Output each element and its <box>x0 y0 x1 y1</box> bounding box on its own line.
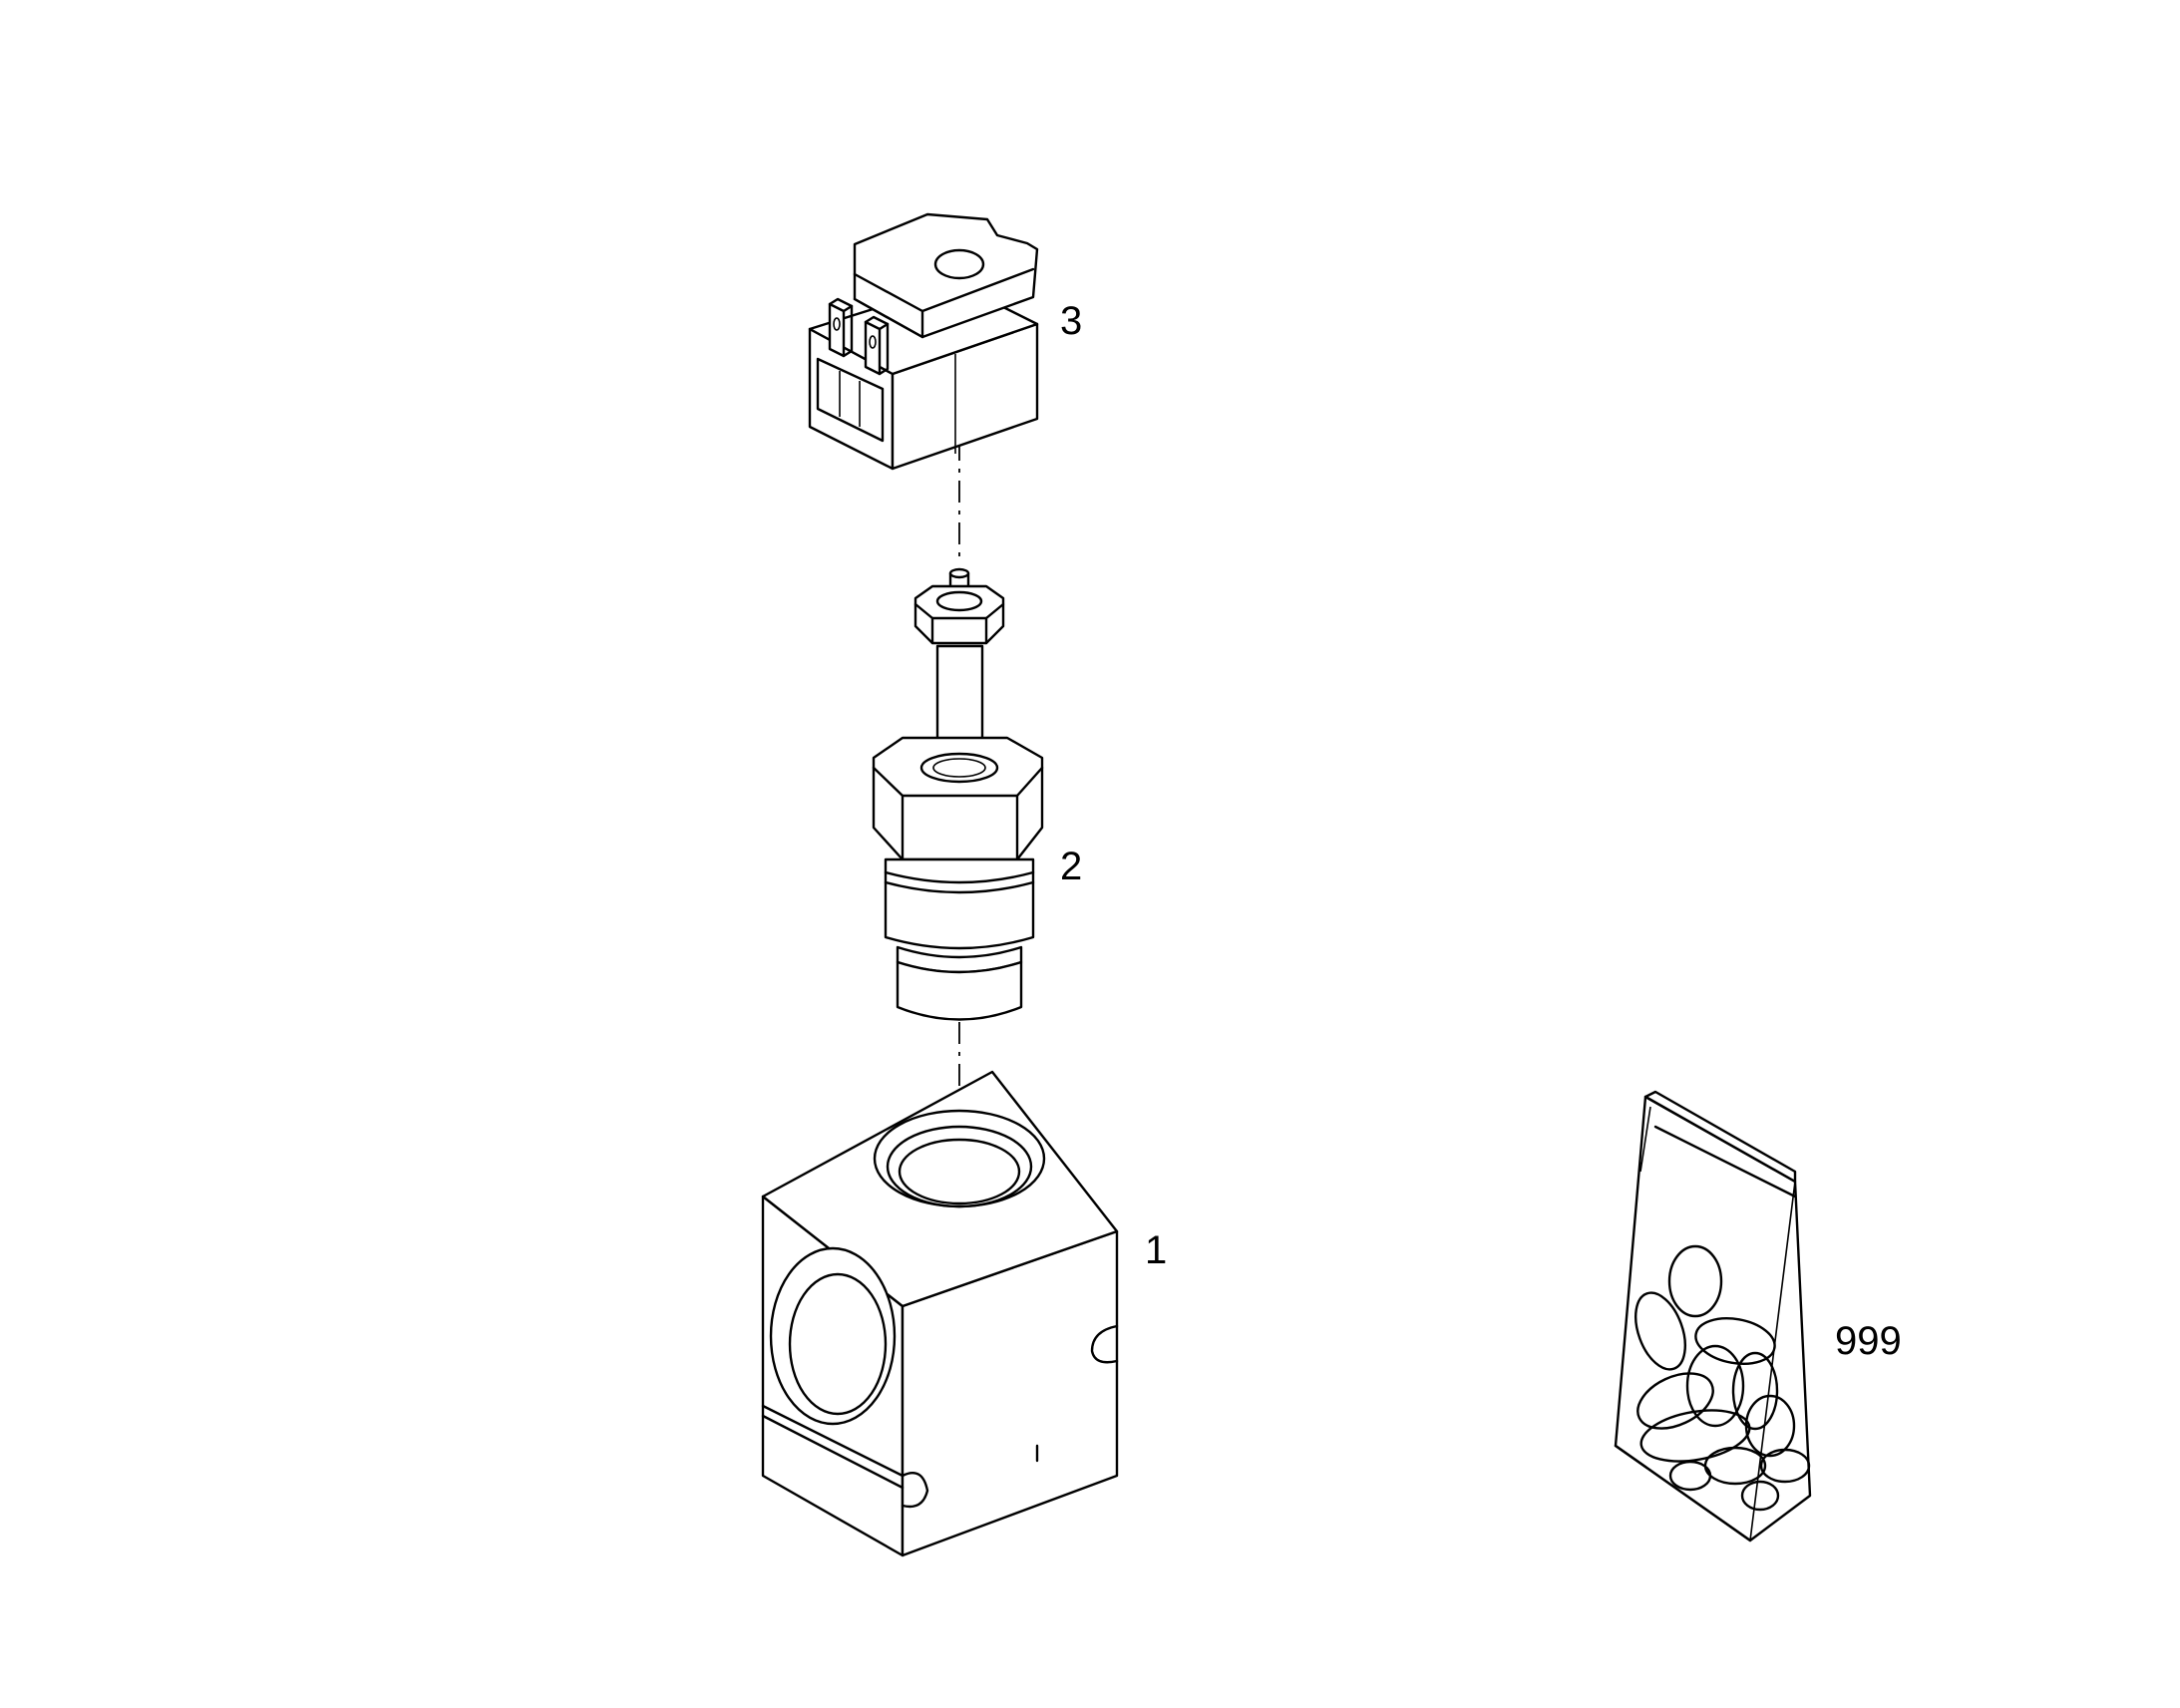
callout-label-999: 999 <box>1835 1319 1902 1363</box>
valve-body-drawing[interactable] <box>761 1070 1119 1557</box>
coil-drawing[interactable] <box>808 212 1039 471</box>
callout-label-1: 1 <box>1145 1228 1167 1272</box>
callout-label-3: 3 <box>1060 299 1082 343</box>
callout-label-2: 2 <box>1060 845 1082 888</box>
valve-cartridge-drawing[interactable] <box>872 567 1044 1021</box>
o-rings <box>1635 1244 1811 1512</box>
seal-kit-drawing[interactable] <box>1614 1090 1812 1542</box>
